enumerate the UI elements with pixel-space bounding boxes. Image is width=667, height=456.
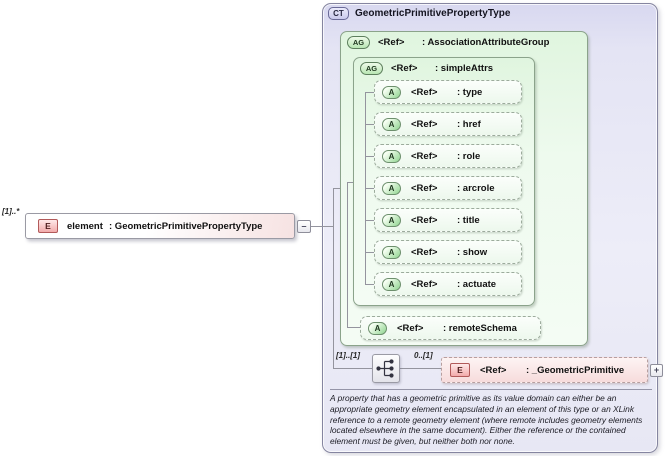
attribute-type: : href bbox=[457, 118, 481, 130]
simple-attrs-type: : simpleAttrs bbox=[435, 63, 494, 74]
attribute-icon: A bbox=[382, 117, 401, 131]
connector-line bbox=[333, 188, 334, 369]
annotation-text: A property that has a geometric primitiv… bbox=[330, 393, 643, 446]
attribute-name: <Ref> bbox=[411, 118, 438, 130]
sequence-cardinality: [1]..[1] bbox=[336, 351, 360, 360]
element-icon: E bbox=[450, 363, 470, 377]
attribute-group-icon: AG bbox=[347, 36, 370, 49]
collapse-toggle[interactable]: – bbox=[297, 220, 311, 233]
element-icon: E bbox=[38, 219, 58, 233]
attribute-type: : remoteSchema bbox=[443, 322, 517, 334]
connector-line bbox=[365, 124, 374, 125]
connector-line bbox=[347, 327, 360, 328]
attribute-icon: A bbox=[368, 321, 387, 335]
attribute-type: : type bbox=[457, 86, 483, 98]
attribute-box-arcrole[interactable]: A <Ref> : arcrole bbox=[374, 176, 522, 200]
connector-line bbox=[400, 368, 441, 369]
attribute-group-name: <Ref> bbox=[378, 37, 405, 48]
complex-type-icon: CT bbox=[328, 7, 349, 20]
root-element-cardinality: [1]..* bbox=[2, 207, 20, 216]
attribute-type: : arcrole bbox=[457, 182, 495, 194]
connector-line bbox=[347, 182, 353, 183]
attribute-name: <Ref> bbox=[411, 182, 438, 194]
connector-line bbox=[311, 226, 333, 227]
connector-line bbox=[365, 252, 374, 253]
root-element-type: : GeometricPrimitivePropertyType bbox=[109, 220, 263, 232]
attribute-type: : show bbox=[457, 246, 488, 258]
attribute-name: <Ref> bbox=[411, 278, 438, 290]
root-element-box[interactable]: E element : GeometricPrimitivePropertyTy… bbox=[25, 213, 295, 239]
attribute-name: <Ref> bbox=[411, 246, 438, 258]
attribute-type: : role bbox=[457, 150, 481, 162]
connector-line bbox=[365, 188, 374, 189]
child-element-name: <Ref> bbox=[480, 364, 507, 376]
complex-type-header: CT GeometricPrimitivePropertyType bbox=[328, 7, 510, 20]
attribute-icon: A bbox=[382, 277, 401, 291]
attribute-box-show[interactable]: A <Ref> : show bbox=[374, 240, 522, 264]
child-element-cardinality: 0..[1] bbox=[414, 351, 433, 360]
attribute-name: <Ref> bbox=[411, 150, 438, 162]
attribute-box-remote-schema[interactable]: A <Ref> : remoteSchema bbox=[360, 316, 541, 340]
attribute-icon: A bbox=[382, 85, 401, 99]
connector-line bbox=[365, 220, 374, 221]
attribute-type: : title bbox=[457, 214, 480, 226]
child-element-box[interactable]: E <Ref> : _GeometricPrimitive bbox=[441, 357, 648, 383]
connector-line bbox=[365, 156, 374, 157]
attribute-name: <Ref> bbox=[411, 86, 438, 98]
annotation-separator bbox=[330, 389, 652, 390]
expand-toggle[interactable]: + bbox=[650, 364, 663, 377]
attribute-box-title[interactable]: A <Ref> : title bbox=[374, 208, 522, 232]
connector-line bbox=[365, 284, 374, 285]
attribute-group-type: : AssociationAttributeGroup bbox=[422, 37, 550, 48]
attribute-icon: A bbox=[382, 149, 401, 163]
connector-line bbox=[333, 368, 372, 369]
attribute-box-actuate[interactable]: A <Ref> : actuate bbox=[374, 272, 522, 296]
attribute-box-href[interactable]: A <Ref> : href bbox=[374, 112, 522, 136]
connector-line bbox=[333, 188, 340, 189]
connector-line bbox=[365, 92, 374, 93]
attribute-box-type[interactable]: A <Ref> : type bbox=[374, 80, 522, 104]
attribute-icon: A bbox=[382, 181, 401, 195]
complex-type-title: GeometricPrimitivePropertyType bbox=[355, 8, 511, 19]
simple-attrs-name: <Ref> bbox=[391, 63, 418, 74]
connector-line bbox=[347, 182, 348, 328]
attribute-box-role[interactable]: A <Ref> : role bbox=[374, 144, 522, 168]
attribute-group-icon: AG bbox=[360, 62, 383, 75]
simple-attrs-group-header: AG <Ref> : simpleAttrs bbox=[360, 62, 493, 75]
sequence-compositor-icon[interactable] bbox=[372, 354, 400, 383]
association-attribute-group-header: AG <Ref> : AssociationAttributeGroup bbox=[347, 36, 549, 49]
attribute-name: <Ref> bbox=[411, 214, 438, 226]
child-element-type: : _GeometricPrimitive bbox=[526, 364, 625, 376]
sequence-glyph bbox=[376, 359, 394, 378]
attribute-type: : actuate bbox=[457, 278, 497, 290]
root-element-name: element bbox=[67, 220, 103, 232]
attribute-name: <Ref> bbox=[397, 322, 424, 334]
attribute-icon: A bbox=[382, 213, 401, 227]
attribute-icon: A bbox=[382, 245, 401, 259]
